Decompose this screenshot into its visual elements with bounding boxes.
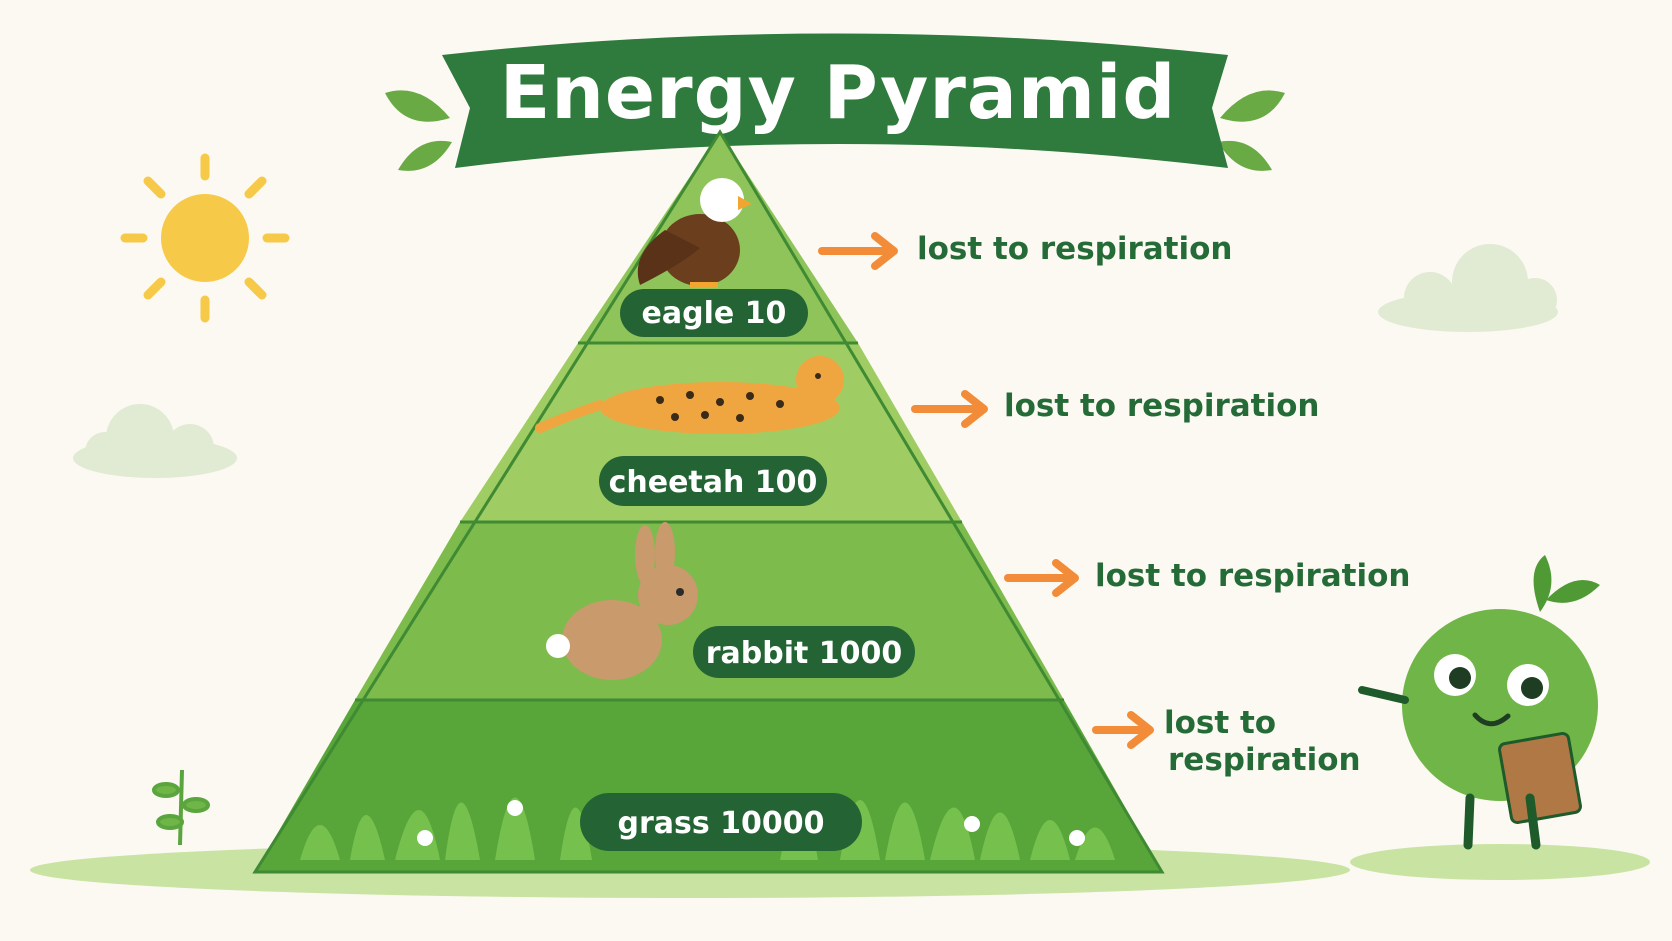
cheetah-illustration: [535, 356, 844, 434]
loss-label-grass-line2: respiration: [1168, 742, 1361, 778]
loss-label-eagle: lost to respiration: [917, 231, 1233, 267]
eagle-illustration: [637, 178, 752, 288]
level-label-grass: grass 10000: [580, 793, 862, 851]
sun-icon: [120, 153, 290, 323]
pyramid-outline: [252, 129, 1165, 874]
pyramid-tier-grass: [255, 700, 1162, 872]
loss-label-grass-line1: lost to: [1164, 705, 1276, 741]
ground-right: [1350, 844, 1650, 880]
loss-label-rabbit: lost to respiration: [1095, 558, 1411, 594]
cloud-icon-left: [73, 404, 237, 478]
leaf-icon-left: [385, 90, 452, 171]
level-label-text: rabbit 1000: [706, 636, 903, 671]
level-label-text: cheetah 100: [609, 465, 818, 500]
title-banner: Energy Pyramid: [442, 33, 1228, 168]
level-label-eagle: eagle 10: [620, 289, 808, 337]
rabbit-illustration: [546, 522, 698, 680]
loss-label-cheetah: lost to respiration: [1004, 388, 1320, 424]
plant-icon: [152, 769, 210, 846]
level-label-text: grass 10000: [617, 806, 824, 841]
mascot-illustration: [1358, 555, 1600, 850]
level-label-rabbit: rabbit 1000: [693, 626, 915, 678]
flower-icon: [417, 800, 1085, 846]
level-label-text: eagle 10: [642, 296, 787, 331]
page-title: Energy Pyramid: [500, 50, 1177, 136]
cloud-icon-right: [1378, 244, 1558, 332]
leaf-icon-right: [1218, 90, 1285, 171]
arrow-icon: [818, 232, 1154, 749]
level-label-cheetah: cheetah 100: [599, 456, 827, 506]
